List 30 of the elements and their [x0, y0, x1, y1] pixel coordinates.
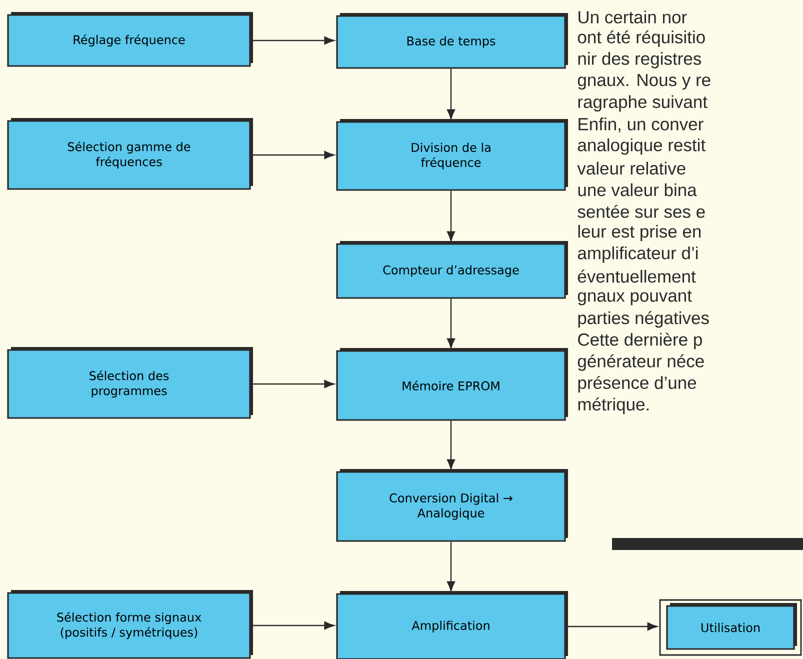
- process-box: Mémoire EPROM: [336, 348, 568, 421]
- arrow: [250, 380, 334, 388]
- body-text-line: nir des registres: [578, 52, 702, 68]
- process-box: Sélection des programmes: [7, 347, 253, 419]
- arrow: [250, 150, 334, 160]
- process-box: Division de la fréquence: [336, 119, 568, 191]
- body-text-line: parties négatives: [578, 311, 709, 328]
- arrow: [446, 298, 456, 348]
- arrow: [446, 420, 456, 470]
- process-box: Conversion Digital → Analogique: [336, 469, 568, 542]
- process-box: Compteur d’adressage: [336, 241, 568, 299]
- process-box: Base de temps: [336, 13, 568, 69]
- arrow: [250, 36, 334, 45]
- process-box: Sélection gamme de fréquences: [7, 118, 253, 190]
- arrow: [446, 190, 456, 242]
- process-box: Amplification: [336, 591, 568, 659]
- body-text-line: leur est prise en: [578, 224, 701, 242]
- arrow: [566, 622, 658, 631]
- process-box: Sélection forme signaux (positifs / symétriques): [7, 590, 253, 659]
- body-text-line: sentée sur ses e: [578, 204, 705, 218]
- body-text-line: gnaux. Nous y re: [578, 74, 710, 90]
- arrow: [446, 542, 456, 592]
- process-box: Utilisation: [666, 603, 797, 650]
- body-text-line: une valeur bina: [578, 183, 697, 196]
- arrow: [250, 621, 334, 630]
- body-text-line: gnaux pouvant: [578, 290, 692, 306]
- body-text-line: ragraphe suivant: [578, 95, 708, 112]
- body-text-line: Cette dernière p: [578, 332, 702, 350]
- arrow: [446, 68, 456, 120]
- process-box: Réglage fréquence: [7, 12, 253, 67]
